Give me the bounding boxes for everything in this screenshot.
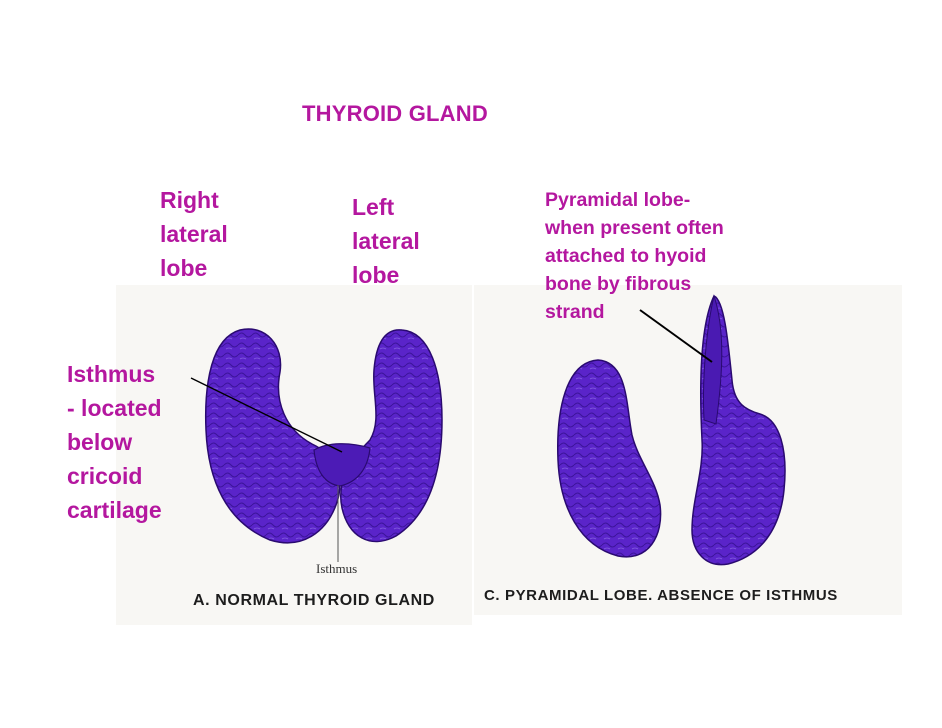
label-line: Isthmus	[67, 361, 156, 387]
left-lateral-lobe-label: Left lateral lobe	[352, 190, 420, 292]
right-lateral-lobe-label: Right lateral lobe	[160, 183, 228, 285]
label-line: when present often	[545, 217, 724, 239]
isthmus-leader-line	[190, 377, 343, 453]
pyramidal-lobe-label: Pyramidal lobe- when present often attac…	[545, 186, 724, 326]
caption-pyramidal-lobe: C. PYRAMIDAL LOBE. ABSENCE OF ISTHMUS	[484, 587, 838, 604]
label-line: bone by fibrous	[545, 273, 692, 295]
caption-normal-thyroid: A. NORMAL THYROID GLAND	[193, 592, 435, 609]
label-line: Right	[160, 187, 219, 213]
figure-isthmus-label: Isthmus	[316, 561, 358, 576]
label-line: lateral	[352, 228, 420, 254]
label-line: Pyramidal lobe-	[545, 189, 691, 211]
pyramidal-leader-line	[639, 309, 713, 363]
label-line: Left	[352, 194, 395, 220]
label-line: lateral	[160, 221, 228, 247]
isthmus-label: Isthmus - located below cricoid cartilag…	[67, 357, 162, 527]
isthmus	[313, 443, 371, 487]
label-line: cartilage	[67, 497, 162, 523]
right-lateral-lobe	[204, 328, 341, 544]
label-line: - located	[67, 395, 162, 421]
right-lobe-c	[557, 359, 662, 558]
pyramidal-lobe	[702, 294, 723, 425]
left-lateral-lobe	[340, 329, 443, 543]
left-lobe-pyramidal	[691, 295, 786, 566]
label-line: below	[67, 429, 133, 455]
page-title: THYROID GLAND	[302, 101, 488, 126]
label-line: cricoid	[67, 463, 143, 489]
figure-panel-c	[474, 285, 902, 615]
label-line: lobe	[352, 262, 400, 288]
label-line: attached to hyoid	[545, 245, 707, 267]
label-line: lobe	[160, 255, 208, 281]
label-line: strand	[545, 301, 605, 323]
